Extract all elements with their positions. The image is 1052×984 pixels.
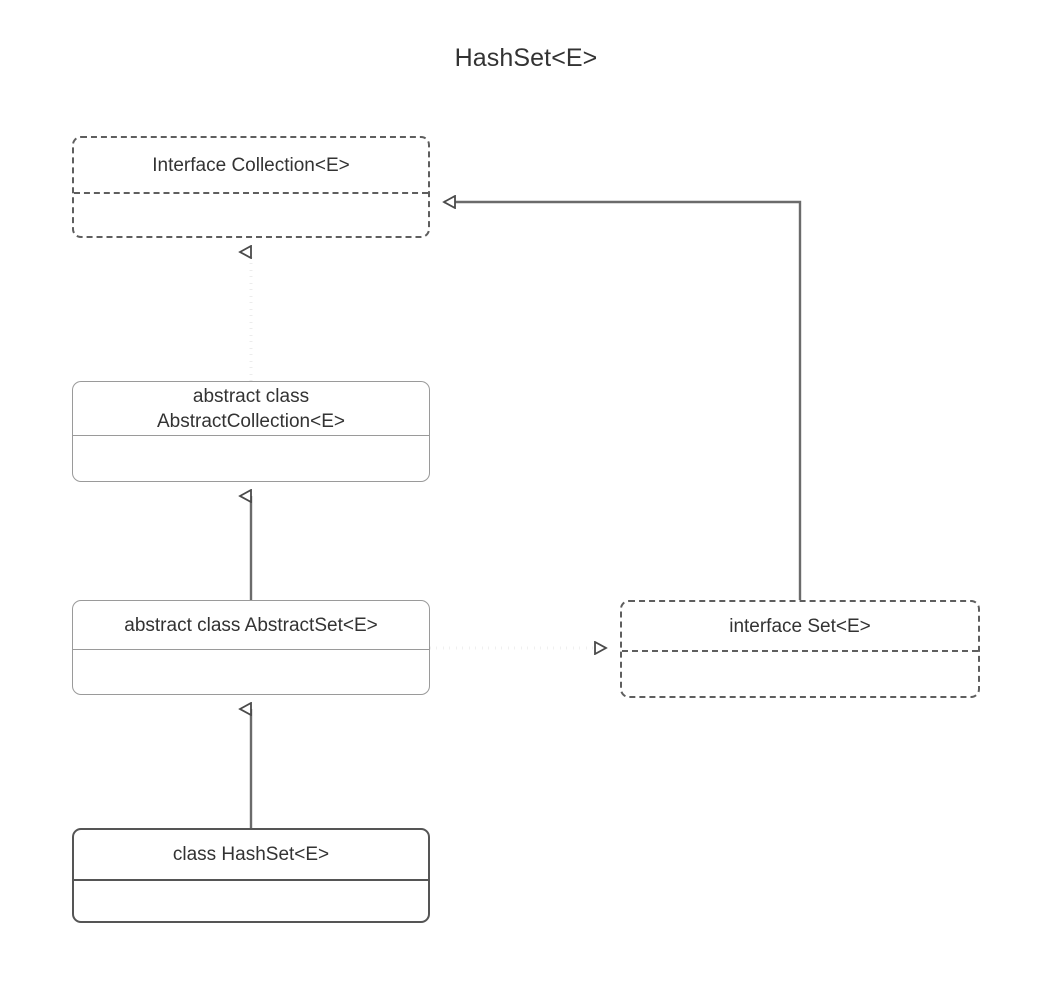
node-abstract-set-divider <box>73 649 429 650</box>
node-interface-collection-label: Interface Collection<E> <box>152 154 350 176</box>
node-interface-set-divider <box>622 650 978 652</box>
node-interface-collection-members <box>74 192 428 236</box>
node-abstract-collection-divider <box>73 435 429 436</box>
node-interface-collection[interactable]: Interface Collection<E> <box>72 136 430 238</box>
node-hashset-members <box>74 879 428 921</box>
node-interface-collection-divider <box>74 192 428 194</box>
node-hashset-label: class HashSet<E> <box>172 844 330 865</box>
node-abstract-set-label: abstract class AbstractSet<E> <box>124 614 378 636</box>
node-abstract-set[interactable]: abstract class AbstractSet<E> <box>72 600 430 695</box>
node-abstract-collection-members <box>73 435 429 481</box>
node-abstract-collection-label: abstract class AbstractCollection<E> <box>157 385 345 432</box>
node-interface-set-label: interface Set<E> <box>729 615 871 637</box>
node-interface-set-members <box>622 650 978 696</box>
node-abstract-set-members <box>73 649 429 694</box>
node-hashset-divider <box>74 879 428 881</box>
page-title: HashSet<E> <box>454 44 598 72</box>
node-hashset[interactable]: class HashSet<E> <box>72 828 430 923</box>
edge-set-extends-collection <box>444 202 802 600</box>
node-interface-set[interactable]: interface Set<E> <box>620 600 980 698</box>
node-abstract-collection[interactable]: abstract class AbstractCollection<E> <box>72 381 430 482</box>
